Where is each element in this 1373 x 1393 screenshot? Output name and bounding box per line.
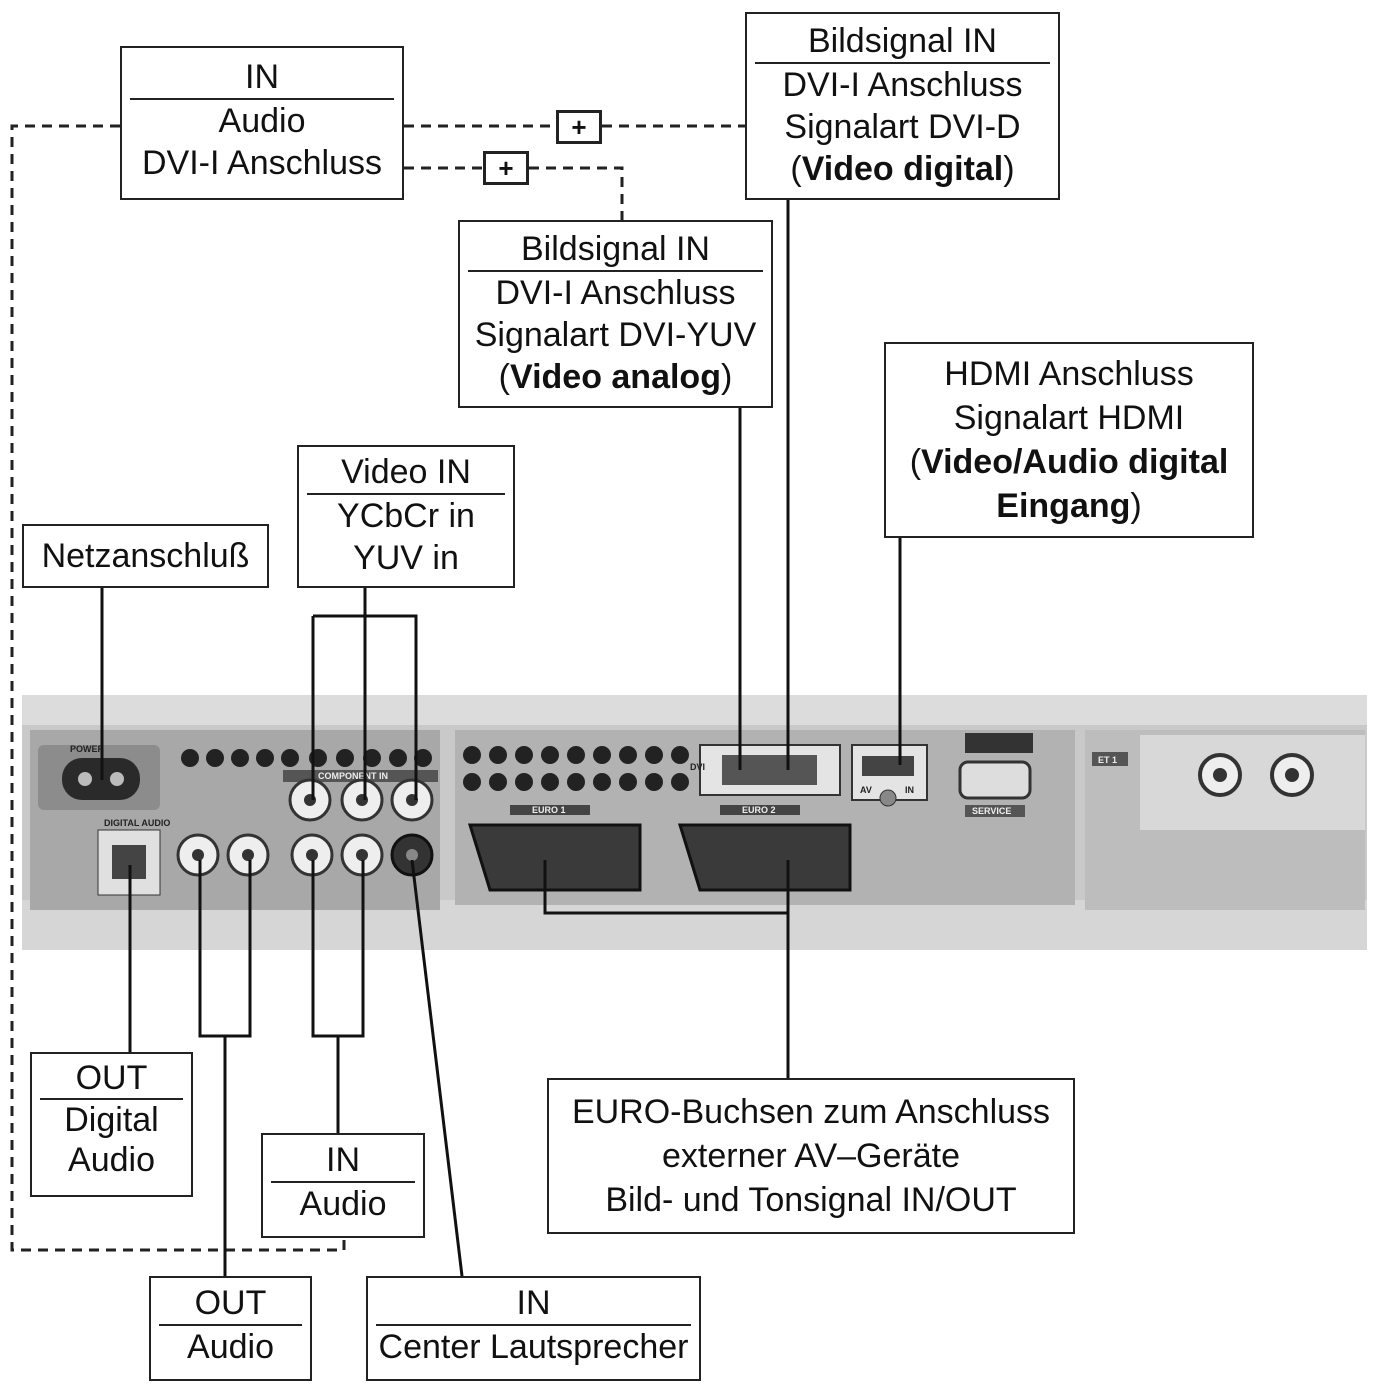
label-center-lautsprecher: IN Center Lautsprecher [366, 1276, 701, 1381]
line: YUV in [353, 539, 459, 577]
line: Audio [68, 1141, 155, 1179]
line: Audio [218, 102, 306, 140]
header: OUT [194, 1284, 267, 1322]
label-out-digital-audio: OUT Digital Audio [30, 1052, 193, 1197]
header: Bildsignal IN [808, 22, 997, 60]
in-label: IN [905, 785, 914, 795]
label-in-audio: IN Audio [261, 1133, 425, 1238]
bold-text: Video digital [801, 150, 1004, 188]
line: externer AV–Geräte [662, 1137, 960, 1175]
line: (Video analog) [498, 358, 733, 396]
line: Audio [187, 1328, 274, 1366]
line: HDMI Anschluss [944, 355, 1194, 393]
audio-out-jacks [176, 833, 270, 877]
label-video-in: Video IN YCbCr in YUV in [297, 445, 515, 588]
line: (Video/Audio digital [909, 443, 1229, 481]
av-label: AV [860, 785, 872, 795]
leader-lines [100, 200, 902, 1277]
line: DVI-I Anschluss [495, 274, 736, 312]
label-out-audio: OUT Audio [149, 1276, 312, 1381]
header: Bildsignal IN [521, 230, 710, 268]
line: Eingang) [996, 487, 1142, 525]
line: Audio [299, 1185, 387, 1223]
label-netzanschluss: Netzanschluß [22, 524, 269, 588]
line: Digital [64, 1101, 159, 1139]
power-label: POWER [70, 744, 105, 754]
header: Video IN [341, 453, 471, 491]
line: Signalart DVI-D [784, 108, 1021, 146]
antenna-jacks [1198, 753, 1314, 797]
label-hdmi: HDMI Anschluss Signalart HDMI (Video/Aud… [884, 342, 1254, 538]
digital-audio-label: DIGITAL AUDIO [104, 818, 170, 828]
line: Center Lautsprecher [378, 1328, 689, 1366]
line: YCbCr in [337, 497, 475, 535]
component-in-jacks [288, 778, 434, 822]
line: Netzanschluß [41, 537, 250, 575]
junction-plus-bottom: + [483, 151, 529, 185]
service-port [958, 760, 1032, 800]
bold-text: Video analog [510, 358, 721, 396]
euro1-label: EURO 1 [532, 805, 566, 815]
dvi-label: DVI [690, 762, 705, 772]
junction-plus-top: + [556, 110, 602, 144]
header: IN [245, 58, 279, 96]
line: (Video digital) [790, 150, 1015, 188]
line: EURO-Buchsen zum Anschluss [571, 1093, 1051, 1131]
et1-label: ET 1 [1098, 755, 1117, 765]
line: Bild- und Tonsignal IN/OUT [605, 1181, 1017, 1219]
line: DVI-I Anschluss [142, 144, 382, 182]
bold-text: Video/Audio digital [921, 443, 1229, 481]
component-in-label: COMPONENT IN [318, 771, 388, 781]
euro2-label: EURO 2 [742, 805, 776, 815]
line: Signalart HDMI [953, 399, 1185, 437]
dashed-audio-links [10, 124, 745, 1252]
line: DVI-I Anschluss [782, 66, 1023, 104]
euro1-port [467, 823, 642, 892]
label-bildsignal-dvi-d: Bildsignal IN DVI-I Anschluss Signalart … [745, 12, 1060, 200]
label-euro-buchsen: EURO-Buchsen zum Anschluss externer AV–G… [547, 1078, 1075, 1234]
bold-text: Eingang [996, 487, 1131, 525]
header: IN [326, 1141, 360, 1179]
euro2-port [677, 823, 852, 892]
service-label: SERVICE [972, 806, 1011, 816]
audio-in-jacks [290, 833, 384, 877]
label-in-audio-dvi: IN Audio DVI-I Anschluss [120, 46, 404, 200]
header: OUT [75, 1059, 148, 1097]
header: IN [516, 1284, 551, 1322]
line: Signalart DVI-YUV [474, 316, 757, 354]
label-bildsignal-dvi-yuv: Bildsignal IN DVI-I Anschluss Signalart … [458, 220, 773, 408]
